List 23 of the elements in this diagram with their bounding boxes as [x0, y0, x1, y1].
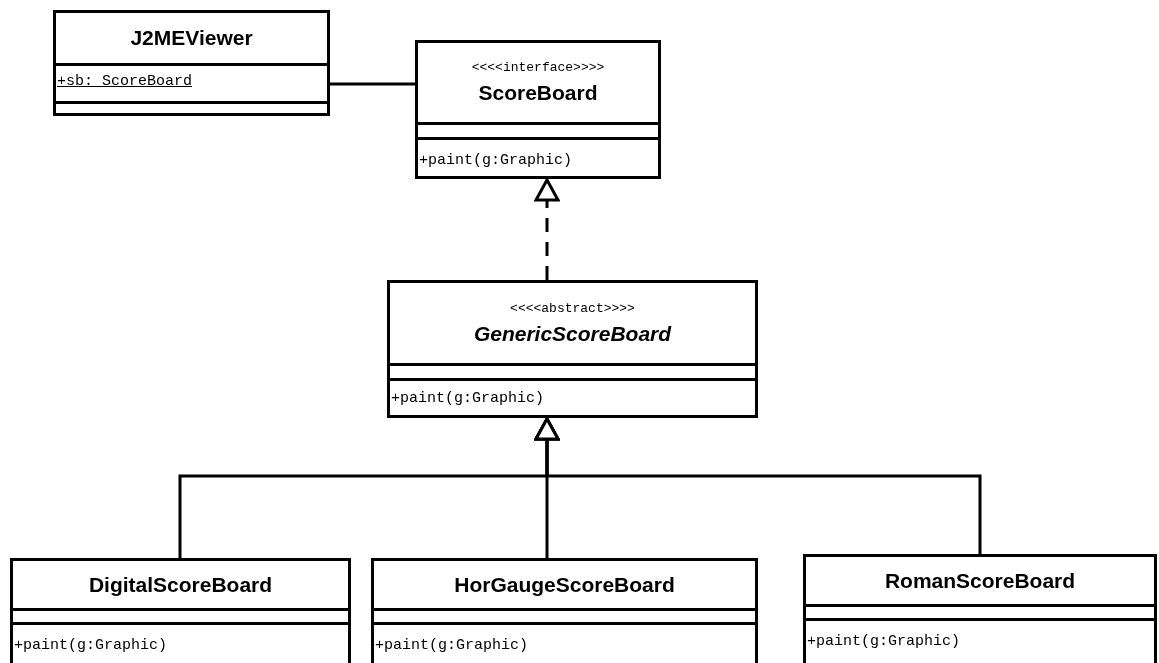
class-name: GenericScoreBoard: [473, 321, 672, 346]
realization-arrow: [534, 178, 560, 280]
class-box: [803, 554, 1157, 663]
class-name: DigitalScoreBoard: [88, 572, 273, 597]
method-text: +paint(g:Graphic): [13, 636, 169, 653]
association-line: [330, 82, 415, 86]
class-name: RomanScoreBoard: [884, 568, 1076, 593]
class-name: ScoreBoard: [478, 81, 598, 105]
class-name: J2MEViewer: [130, 26, 253, 50]
abstract-class-box: [387, 280, 758, 418]
interface-box: [415, 40, 661, 179]
method-text: +paint(g:Graphic): [418, 151, 574, 168]
attribute-text: +sb: ScoreBoard: [56, 72, 194, 89]
stereotype-label: <<<<interface>>>>: [471, 60, 605, 75]
class-box: [371, 558, 758, 663]
stereotype-label: <<<<abstract>>>>: [510, 300, 635, 316]
class-box: [53, 10, 330, 116]
class-box: [10, 558, 351, 663]
class-name: HorGaugeScoreBoard: [454, 572, 675, 597]
method-text: +paint(g:Graphic): [806, 632, 962, 649]
method-text: +paint(g:Graphic): [390, 389, 546, 406]
method-text: +paint(g:Graphic): [374, 636, 530, 653]
inheritance-arrow: [534, 417, 982, 554]
